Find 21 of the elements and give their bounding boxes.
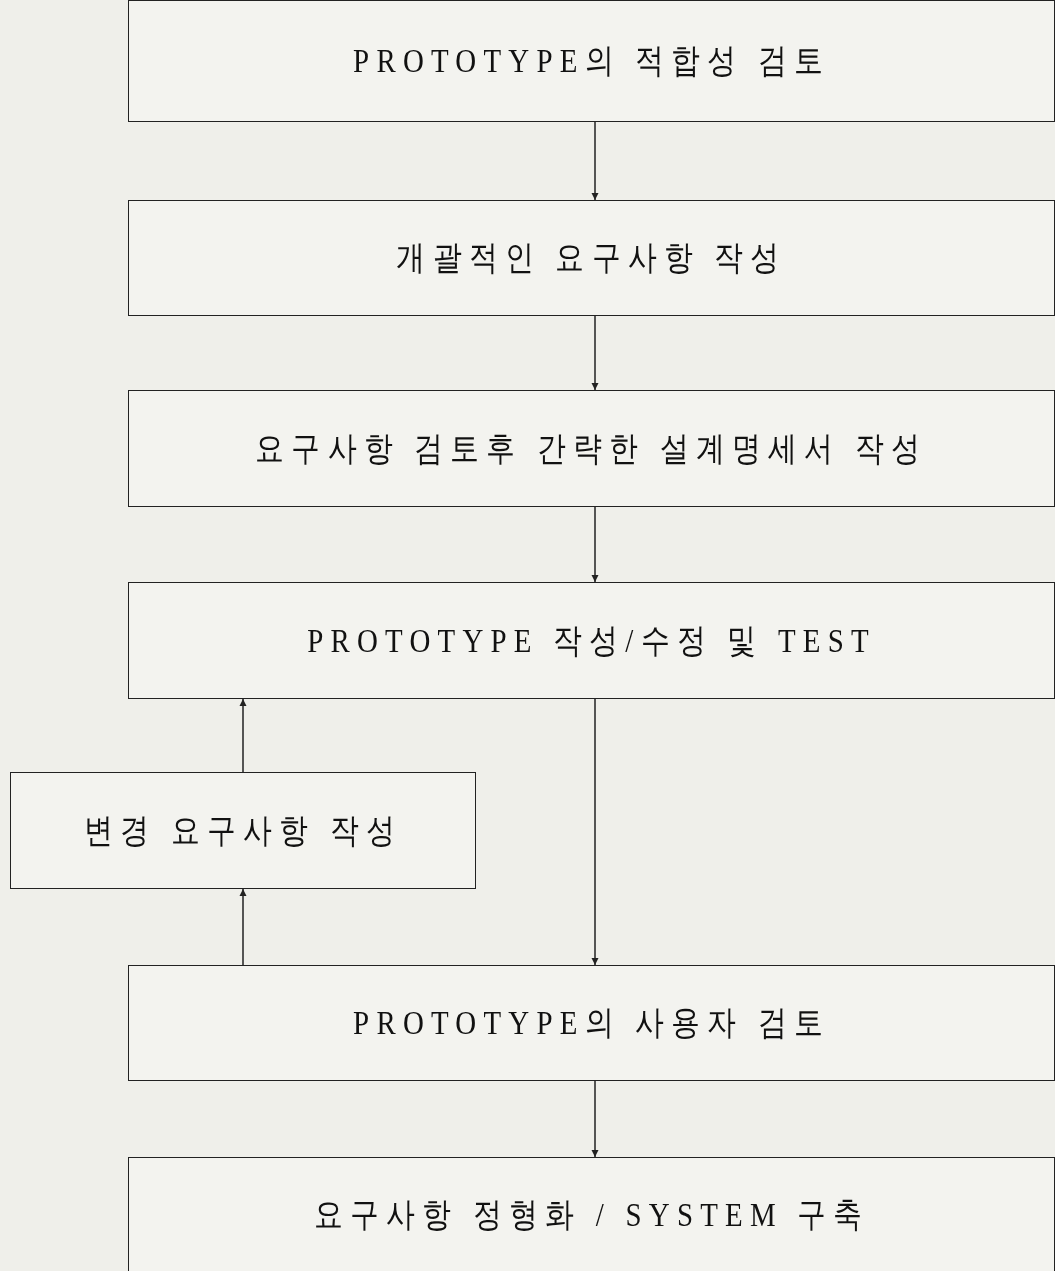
arrow xyxy=(591,506,599,583)
arrow xyxy=(591,121,599,201)
step-label: 개괄적인 요구사항 작성 xyxy=(396,238,787,278)
process-box xyxy=(128,582,1055,699)
arrow xyxy=(591,1080,599,1158)
arrow xyxy=(239,888,247,966)
step-label: 요구사항 검토후 간략한 설계명세서 작성 xyxy=(255,428,928,469)
process-box xyxy=(128,200,1055,316)
arrow xyxy=(591,698,599,966)
step-label: PROTOTYPE 작성/수정 및 TEST xyxy=(307,620,876,661)
process-box xyxy=(128,0,1055,122)
step-label: PROTOTYPE의 적합성 검토 xyxy=(352,41,831,81)
step-label: 변경 요구사항 작성 xyxy=(84,810,402,851)
process-box xyxy=(10,772,476,889)
arrow xyxy=(591,315,599,391)
step-label: PROTOTYPE의 사용자 검토 xyxy=(352,1003,831,1043)
process-box xyxy=(128,390,1055,507)
process-box xyxy=(128,1157,1055,1271)
arrow xyxy=(239,698,247,773)
process-box xyxy=(128,965,1055,1081)
step-label: 요구사항 정형화 / SYSTEM 구축 xyxy=(313,1194,870,1235)
